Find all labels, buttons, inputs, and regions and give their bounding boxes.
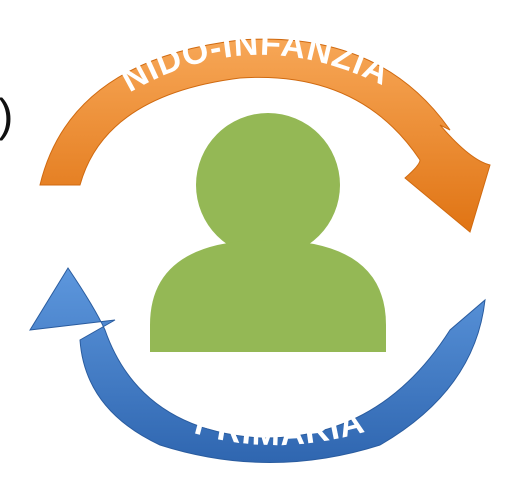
- bottom-arrow-label: PRIMARIA: [191, 402, 369, 453]
- person-icon: [150, 113, 386, 352]
- left-paren-fragment: ): [0, 92, 13, 138]
